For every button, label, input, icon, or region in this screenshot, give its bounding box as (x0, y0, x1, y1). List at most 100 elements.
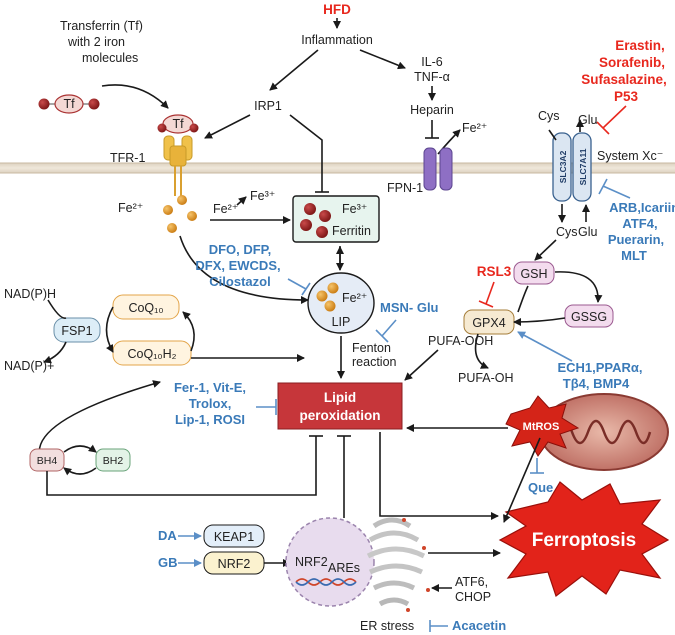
ferroptosis-burst: Ferroptosis (498, 481, 670, 597)
mitochondrion (539, 393, 669, 471)
atf6-label: ATF6, (455, 575, 488, 589)
fsp1-node: FSP1 (53, 317, 101, 343)
lipid-peroxidation-box: Lipid peroxidation (277, 382, 403, 430)
system-xc-label: System Xc⁻ (597, 149, 663, 163)
lip-label: LIP (332, 315, 351, 329)
xc-activators-1: ARB,Icariin, (609, 200, 675, 215)
svg-text:Sufasalazine,: Sufasalazine, (581, 72, 667, 87)
lipid-inhibitors-2: Trolox, (189, 396, 232, 411)
rsl3-label: RSL3 (477, 264, 512, 279)
svg-text:GSH: GSH (520, 267, 547, 281)
gb-label: GB (158, 555, 178, 570)
fpn1-label: FPN-1 (387, 181, 423, 195)
chelators-inhibit-lip (287, 278, 307, 290)
svg-text:CoQ₁₀H₂: CoQ₁₀H₂ (128, 347, 177, 361)
svg-text:NRF2: NRF2 (295, 555, 328, 569)
fe2-fpn-label: Fe²⁺ (462, 121, 487, 135)
ferroptosis-label: Ferroptosis (532, 530, 637, 551)
coq10h2-node: CoQ₁₀H₂ (112, 340, 192, 366)
iron-chelators-2: DFX, EWCDS, (195, 258, 280, 273)
lip-pool: Fe²⁺ LIP (307, 272, 375, 334)
hfd-label: HFD (323, 2, 351, 17)
svg-text:NRF2: NRF2 (218, 557, 251, 571)
inflammation-to-il6-arrow (359, 49, 406, 70)
irp1-inhibit-ferritin (289, 114, 323, 192)
svg-text:BH2: BH2 (103, 455, 124, 467)
gssg-node: GSSG (564, 304, 614, 328)
msn-glu-inhibitor: MSN- Glu (380, 300, 439, 315)
transferrin-label: Transferrin (Tf) (60, 19, 143, 33)
er-stress-label: ER stress (360, 619, 414, 633)
svg-text:BH4: BH4 (37, 455, 58, 467)
tfr1-label: TFR-1 (110, 151, 145, 165)
fe2-oxid-label: Fe²⁺ (213, 202, 238, 216)
er-icon (366, 517, 430, 612)
svg-text:CoQ₁₀: CoQ₁₀ (128, 301, 163, 315)
fenton-label-1: Fenton (352, 341, 391, 355)
fe2-receptor-label: Fe²⁺ (118, 201, 143, 215)
svg-text:SLC3A2: SLC3A2 (558, 150, 568, 183)
svg-text:with 2 iron: with 2 iron (67, 35, 125, 49)
svg-text:SLC7A11: SLC7A11 (578, 148, 588, 185)
da-label: DA (158, 528, 177, 543)
svg-text:GPX4: GPX4 (472, 316, 505, 330)
coq10-node: CoQ₁₀ (112, 294, 180, 320)
lipid-to-ferroptosis-arrow (379, 432, 499, 520)
tf-to-receptor-arrow (101, 84, 169, 109)
bh4-to-coq-arrow (38, 380, 161, 458)
svg-text:Sorafenib,: Sorafenib, (599, 55, 665, 70)
lipid-inhibitors-3: Lip-1, ROSI (175, 412, 245, 427)
svg-text:molecules: molecules (82, 51, 138, 65)
irp1-to-tfr1-arrow (204, 114, 251, 139)
nrf2-node: NRF2 (203, 551, 265, 575)
gsh-node: GSH (513, 261, 555, 285)
pufa-to-lipid-arrow (404, 349, 439, 381)
nadph-label: NAD(P)H (4, 287, 56, 301)
svg-text:MLT: MLT (621, 248, 647, 263)
inflammation-to-irp1-arrow (269, 49, 319, 91)
svg-text:Fe²⁺: Fe²⁺ (342, 291, 367, 305)
svg-text:ATF4,: ATF4, (622, 216, 657, 231)
ferritin-box: Fe³⁺ Ferritin (292, 195, 380, 243)
mtros-label: MtROS (523, 421, 560, 433)
heparin-label: Heparin (410, 103, 454, 117)
svg-text:KEAP1: KEAP1 (214, 530, 254, 544)
svg-text:AREs: AREs (328, 561, 360, 575)
svg-text:Tβ4, BMP4: Tβ4, BMP4 (563, 376, 630, 391)
svg-text:FSP1: FSP1 (61, 324, 92, 338)
svg-text:peroxidation: peroxidation (299, 408, 380, 423)
svg-text:GSSG: GSSG (571, 310, 607, 324)
erastin-label: Erastin, (615, 38, 665, 53)
cys-out-label: Cys (538, 109, 560, 123)
svg-text:Fe³⁺: Fe³⁺ (342, 202, 367, 216)
iron-chelators-3: Cilostazol (209, 274, 270, 289)
bh4-inhibit-lipid (46, 436, 317, 496)
chop-label: CHOP (455, 590, 491, 604)
fpn1-transporter (423, 147, 453, 191)
gpx4-activators-1: ECH1,PPARα, (557, 360, 642, 375)
fe3-oxid-label: Fe³⁺ (250, 189, 275, 203)
tnfa-label: TNF-α (414, 70, 450, 84)
il6-label: IL-6 (421, 55, 443, 69)
pufa-ooh-label: PUFA-OOH (428, 334, 493, 348)
svg-text:Tf: Tf (172, 117, 184, 131)
inflammation-label: Inflammation (301, 33, 373, 47)
system-xc-transporter: SLC3A2 SLC7A11 (552, 132, 592, 202)
que-label: Que (528, 480, 553, 495)
bh4-node: BH4 (29, 448, 65, 472)
svg-text:Puerarin,: Puerarin, (608, 232, 664, 247)
iron-chelators-1: DFO, DFP, (209, 242, 272, 257)
bh2-node: BH2 (95, 448, 131, 472)
tfr1-receptor: Tf (157, 114, 199, 196)
iron-to-lip-arrow (179, 235, 309, 304)
transferrin-with-iron: Tf (38, 94, 100, 114)
keap1-node: KEAP1 (203, 524, 265, 548)
nadp-label: NAD(P)+ (4, 359, 54, 373)
glu-in-label: Glu (578, 225, 598, 239)
ferritin-label: Ferritin (332, 224, 371, 238)
mtros-to-ferroptosis-arrow (503, 437, 541, 523)
iron-cluster-receptor (163, 195, 197, 233)
acacetin-label: Acacetin (452, 618, 506, 633)
fenton-label-2: reaction (352, 355, 397, 369)
